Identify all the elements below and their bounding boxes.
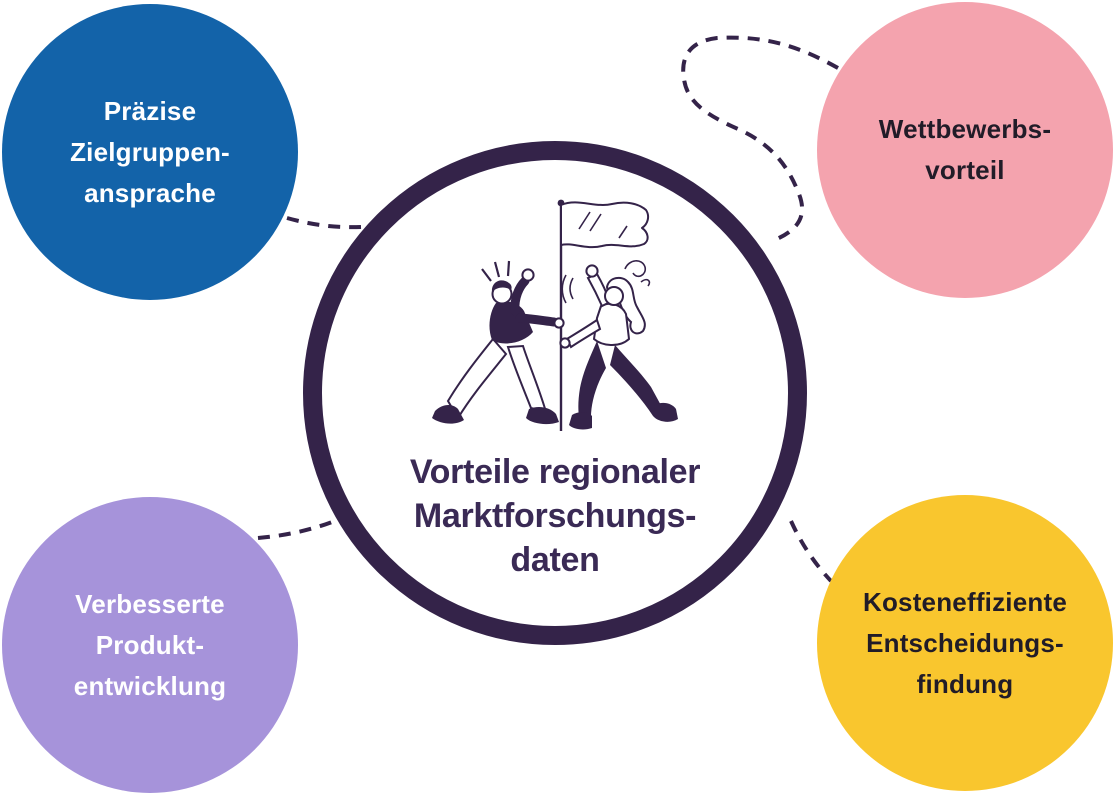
title-line: daten <box>510 541 600 579</box>
woman-head <box>604 286 624 306</box>
woman-front-leg <box>578 341 606 417</box>
woman-back-leg <box>610 345 663 416</box>
man-extended-arm <box>515 313 559 327</box>
node-label-line: Zielgruppen- <box>70 136 230 167</box>
man-torso <box>489 301 533 344</box>
title-line: Vorteile regionaler <box>409 453 701 491</box>
diagram-title: Vorteile regionaler Marktforschungs- dat… <box>322 450 788 582</box>
connector-center-to-yellow <box>789 520 833 583</box>
node-label-line: Verbesserte <box>75 588 225 619</box>
title-line: Marktforschungs- <box>413 497 697 535</box>
woman-hand-on-pole <box>559 337 571 349</box>
node-label-line: Entscheidungs- <box>866 627 1064 658</box>
node-wettbewerbsvorteil: Wettbewerbs- vorteil <box>817 2 1113 298</box>
node-label-line: ansprache <box>84 177 216 208</box>
man-raised-arm <box>510 276 530 316</box>
man-emphasis-lines <box>481 260 511 282</box>
woman-fist <box>585 264 599 278</box>
man-hair <box>491 280 512 292</box>
man-back-leg <box>446 337 508 420</box>
woman-swirl <box>624 260 651 287</box>
man-front-shoe <box>526 406 559 425</box>
flag <box>560 201 650 249</box>
man-hand-on-pole <box>553 317 565 329</box>
woman-extended-arm <box>565 318 602 349</box>
man-front-leg <box>506 344 548 414</box>
woman-back-boot <box>653 402 678 422</box>
man-back-shoe <box>432 405 464 424</box>
node-label-line: Produkt- <box>95 629 205 660</box>
node-label: Präzise Zielgruppen- ansprache <box>70 91 230 214</box>
node-label-line: findung <box>916 668 1014 699</box>
node-label-line: Wettbewerbs- <box>878 114 1052 144</box>
woman-front-boot <box>569 412 592 430</box>
node-label-line: Präzise <box>103 95 197 126</box>
connector-blue-to-center <box>286 216 362 230</box>
connector-lavender-to-center <box>257 520 333 540</box>
node-label: Wettbewerbs- vorteil <box>879 109 1051 191</box>
center-circle: Vorteile regionaler Marktforschungs- dat… <box>303 141 807 645</box>
people-raising-flag-illustration <box>432 199 678 431</box>
node-label: Kosteneffiziente Entscheidungs- findung <box>863 582 1067 705</box>
flag-shading <box>578 211 628 239</box>
man-fist <box>521 268 535 282</box>
node-label: Verbesserte Produkt- entwicklung <box>74 584 226 707</box>
node-label-line: vorteil <box>925 155 1005 185</box>
woman-motion-arcs <box>561 274 574 304</box>
node-verbesserte-produktentwicklung: Verbesserte Produkt- entwicklung <box>2 497 298 793</box>
node-praezise-zielgruppenansprache: Präzise Zielgruppen- ansprache <box>2 4 298 300</box>
node-kosteneffiziente-entscheidungsfindung: Kosteneffiziente Entscheidungs- findung <box>817 495 1113 791</box>
node-label-line: Kosteneffiziente <box>862 586 1067 617</box>
node-label-line: entwicklung <box>73 670 227 701</box>
